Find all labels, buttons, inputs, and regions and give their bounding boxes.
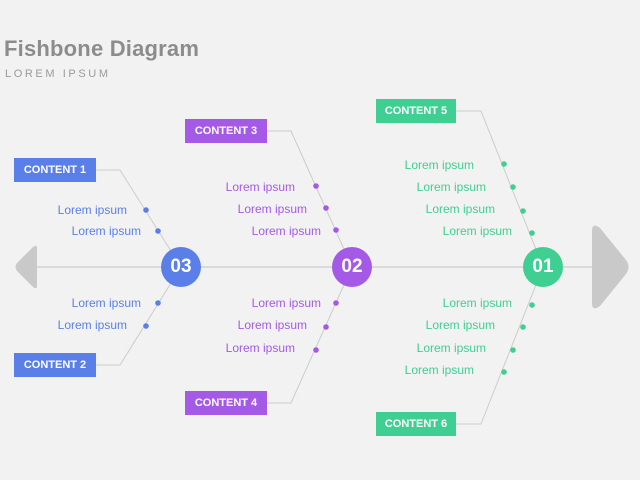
head-arrow <box>592 225 629 309</box>
bullet-dot <box>143 207 149 213</box>
bone-content-2 <box>96 266 182 366</box>
bone-content-4 <box>267 266 353 404</box>
bullet-dot <box>323 324 329 330</box>
content-6-item: Lorem ipsum <box>442 296 512 310</box>
content-2-item: Lorem ipsum <box>71 296 141 310</box>
diagram-title: Fishbone Diagram <box>4 36 200 61</box>
content-4-box: CONTENT 4 <box>185 391 267 415</box>
bullet-dot <box>313 347 319 353</box>
content-6-item: Lorem ipsum <box>416 341 486 355</box>
tail-arrow <box>15 245 37 289</box>
content-6-box: CONTENT 6 <box>376 412 456 436</box>
content-4-item: Lorem ipsum <box>225 341 295 355</box>
node-01: 01 <box>523 247 563 287</box>
bullet-dot <box>520 208 526 214</box>
node-03: 03 <box>161 247 201 287</box>
bullet-dot <box>529 302 535 308</box>
bone-content-1 <box>96 169 182 268</box>
content-3-box: CONTENT 3 <box>185 119 267 143</box>
bullet-dot <box>155 300 161 306</box>
bone-content-3 <box>267 130 353 268</box>
content-4-item: Lorem ipsum <box>237 318 307 332</box>
content-2-box: CONTENT 2 <box>14 353 96 377</box>
content-6-item: Lorem ipsum <box>404 363 474 377</box>
bullet-dot <box>529 230 535 236</box>
content-2-item: Lorem ipsum <box>57 318 127 332</box>
content-3-item: Lorem ipsum <box>225 180 295 194</box>
bullet-dot <box>501 161 507 167</box>
bullet-dot <box>510 184 516 190</box>
bullet-dot <box>510 347 516 353</box>
content-5-box: CONTENT 5 <box>376 99 456 123</box>
bullet-dot <box>155 228 161 234</box>
content-5-item: Lorem ipsum <box>425 202 495 216</box>
bullet-dot <box>333 300 339 306</box>
content-1-item: Lorem ipsum <box>57 203 127 217</box>
bone-content-5 <box>456 110 544 268</box>
bullet-dot <box>520 324 526 330</box>
content-5-item: Lorem ipsum <box>416 180 486 194</box>
content-3-item: Lorem ipsum <box>237 202 307 216</box>
content-1-box: CONTENT 1 <box>14 158 96 182</box>
content-1-item: Lorem ipsum <box>71 224 141 238</box>
bone-content-6 <box>456 266 544 425</box>
bullet-dot <box>501 369 507 375</box>
content-4-item: Lorem ipsum <box>251 296 321 310</box>
content-3-item: Lorem ipsum <box>251 224 321 238</box>
content-5-item: Lorem ipsum <box>442 224 512 238</box>
bullet-dot <box>323 205 329 211</box>
bullet-dot <box>143 323 149 329</box>
content-6-item: Lorem ipsum <box>425 318 495 332</box>
diagram-subtitle: LOREM IPSUM <box>5 68 111 80</box>
bullet-dot <box>333 227 339 233</box>
node-02: 02 <box>332 247 372 287</box>
content-5-item: Lorem ipsum <box>404 158 474 172</box>
bullet-dot <box>313 183 319 189</box>
